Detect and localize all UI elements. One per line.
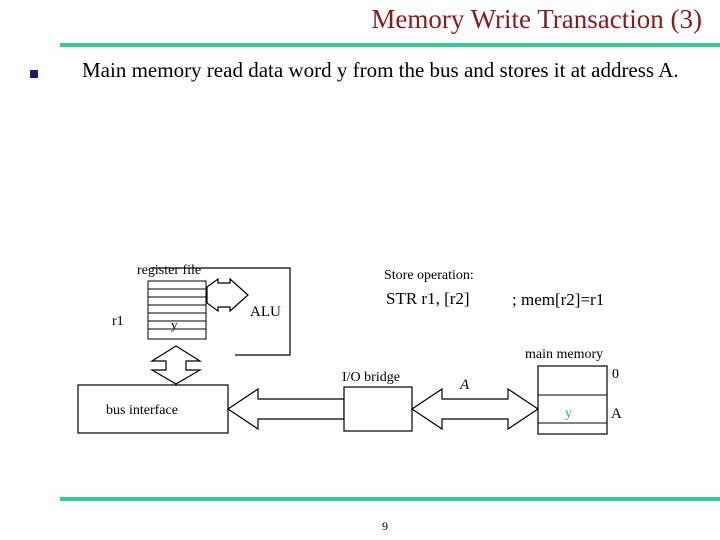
instruction-label: STR r1, [r2] bbox=[386, 289, 470, 308]
memory-address-zero-label: 0 bbox=[612, 367, 619, 382]
top-divider bbox=[60, 43, 720, 47]
bullet-square-icon bbox=[30, 70, 38, 78]
slide-title: Memory Write Transaction (3) bbox=[371, 4, 702, 34]
main-memory-label: main memory bbox=[525, 347, 604, 362]
register-file-label: register file bbox=[137, 263, 202, 278]
alu-label: ALU bbox=[250, 304, 281, 320]
system-bus-arrow bbox=[226, 387, 345, 431]
bus-address-label: A bbox=[460, 377, 470, 393]
cpu-chip-outline-left bbox=[78, 268, 150, 355]
register-name-label: r1 bbox=[112, 314, 124, 329]
main-memory-box bbox=[537, 365, 608, 435]
store-operation-label: Store operation: bbox=[384, 268, 474, 283]
register-file bbox=[147, 280, 207, 340]
memory-value-label: y bbox=[565, 406, 572, 421]
bottom-divider bbox=[60, 497, 720, 501]
cpu-bus-arrow bbox=[149, 345, 203, 385]
page-number: 9 bbox=[382, 519, 388, 533]
register-value-label: y bbox=[171, 317, 178, 332]
memory-address-label: A bbox=[611, 406, 622, 422]
memory-bus-arrow bbox=[410, 387, 540, 431]
instruction-comment: ; mem[r2]=r1 bbox=[512, 290, 605, 309]
io-bridge-box bbox=[343, 386, 413, 432]
cpu-chip-outline bbox=[150, 267, 291, 356]
bus-interface-label: bus interface bbox=[106, 403, 178, 418]
regfile-alu-arrow bbox=[206, 277, 249, 313]
bullet-text: Main memory read data word y from the bu… bbox=[82, 58, 679, 82]
io-bridge-label: I/O bridge bbox=[342, 370, 400, 385]
